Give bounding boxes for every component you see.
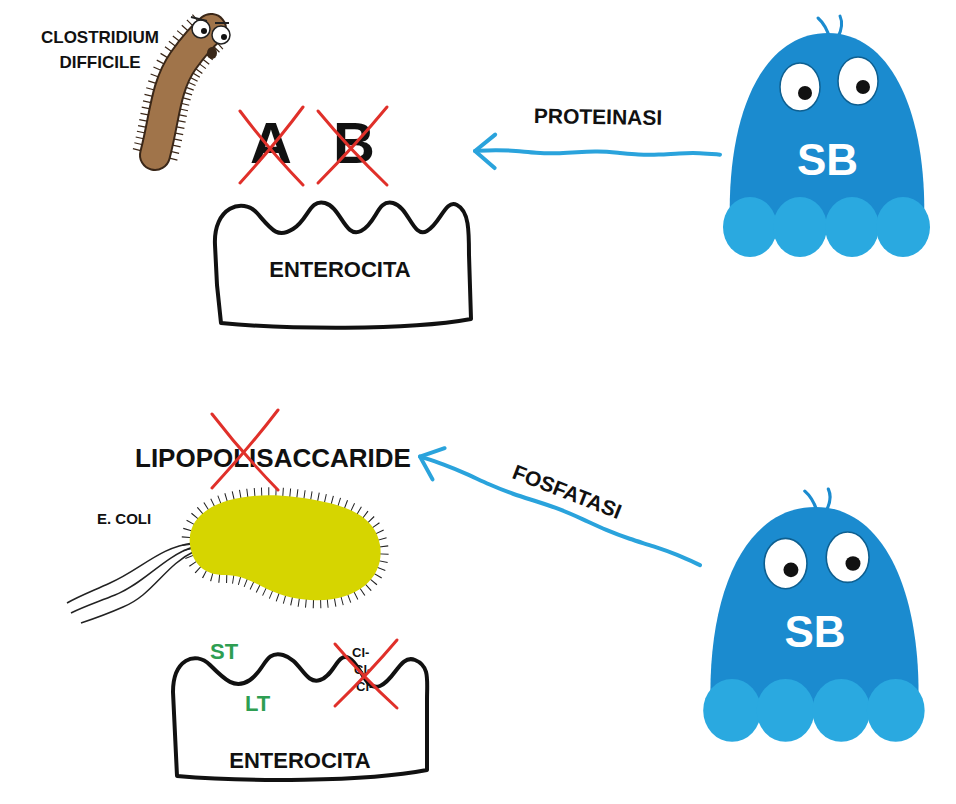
pupil [845, 556, 860, 571]
pupil [221, 34, 227, 40]
toxin-label: B [333, 113, 375, 173]
antenna [818, 16, 842, 39]
mascot-label: SB [720, 138, 935, 182]
bacterium-node: CLOSTRIDIUM DIFFICILE [15, 15, 250, 165]
bacterium-body [190, 495, 381, 600]
eye [780, 63, 820, 111]
molecule-label: LIPOPOLISACCARIDE [135, 443, 411, 473]
arrow-connector [475, 150, 720, 155]
antenna [805, 489, 830, 513]
bacterium-node: LIPOPOLISACCARIDE E. COLI [65, 435, 420, 615]
enzyme-label: PROTEINASI [534, 104, 663, 130]
eye [826, 532, 869, 582]
toxin-label: ST [210, 640, 238, 664]
eye [192, 20, 210, 38]
mascot-node: SB [700, 488, 930, 745]
cell-label: ENTEROCITA [205, 257, 475, 283]
eyebrow [191, 17, 229, 23]
organism-label: CLOSTRIDIUM DIFFICILE [25, 25, 175, 75]
cross-mark [212, 414, 278, 490]
connector-group [475, 135, 720, 168]
mascot-foot [876, 197, 930, 257]
organism-label: E. COLI [97, 510, 151, 528]
pupil [783, 562, 798, 577]
connector-group [420, 448, 700, 565]
cross-overlay [65, 435, 420, 615]
cross-mark [318, 111, 387, 185]
pupil [856, 80, 870, 94]
eye [764, 538, 807, 588]
cross-mark [240, 107, 303, 183]
cross-mark [212, 410, 278, 488]
flagellum [81, 551, 195, 623]
mascot-foot [773, 197, 827, 257]
cross-overlay [165, 630, 435, 790]
eye [212, 26, 230, 44]
toxin-label: A [250, 113, 292, 173]
mouth [207, 47, 217, 59]
bacterium-outline [155, 29, 211, 155]
cross-mark [240, 111, 303, 185]
mascot-node: SB [720, 15, 935, 260]
cross-overlay [205, 105, 475, 335]
mascot-body [730, 33, 925, 227]
mascot-foot [703, 679, 761, 742]
enzyme-label: FOSFATASI [509, 460, 625, 524]
pupil [798, 86, 812, 100]
mascot-foot [723, 197, 777, 257]
cell-label: ENTEROCITA [165, 748, 435, 774]
bacterium-hairs [190, 495, 381, 600]
cross-mark [335, 640, 397, 706]
enterocyte-node: ST LT Cl- Cl- Cl- ENTEROCITA [165, 630, 435, 790]
pupil [201, 28, 207, 34]
cross-mark [318, 107, 387, 183]
arrow-head [420, 448, 445, 479]
cross-mark [335, 644, 397, 708]
ion-label: Cl- [352, 646, 369, 660]
enterocyte-node: AB ENTEROCITA [205, 105, 475, 335]
mascot-foot [867, 679, 925, 742]
flagellum [67, 543, 193, 603]
bacterium-hairs [155, 29, 211, 155]
ion-label: Cl- [356, 680, 373, 694]
arrow-connector [420, 457, 700, 565]
mascot-foot [757, 679, 815, 742]
toxin-label: LT [245, 692, 270, 716]
arrow-head [475, 135, 495, 168]
bacterium-body [155, 29, 211, 155]
mascot-foot [825, 197, 879, 257]
eye [838, 57, 878, 105]
mascot-label: SB [700, 610, 930, 654]
flagellum [71, 547, 193, 613]
ion-label: Cl- [354, 663, 371, 677]
mascot-foot [812, 679, 870, 742]
mascot-body [710, 507, 918, 711]
